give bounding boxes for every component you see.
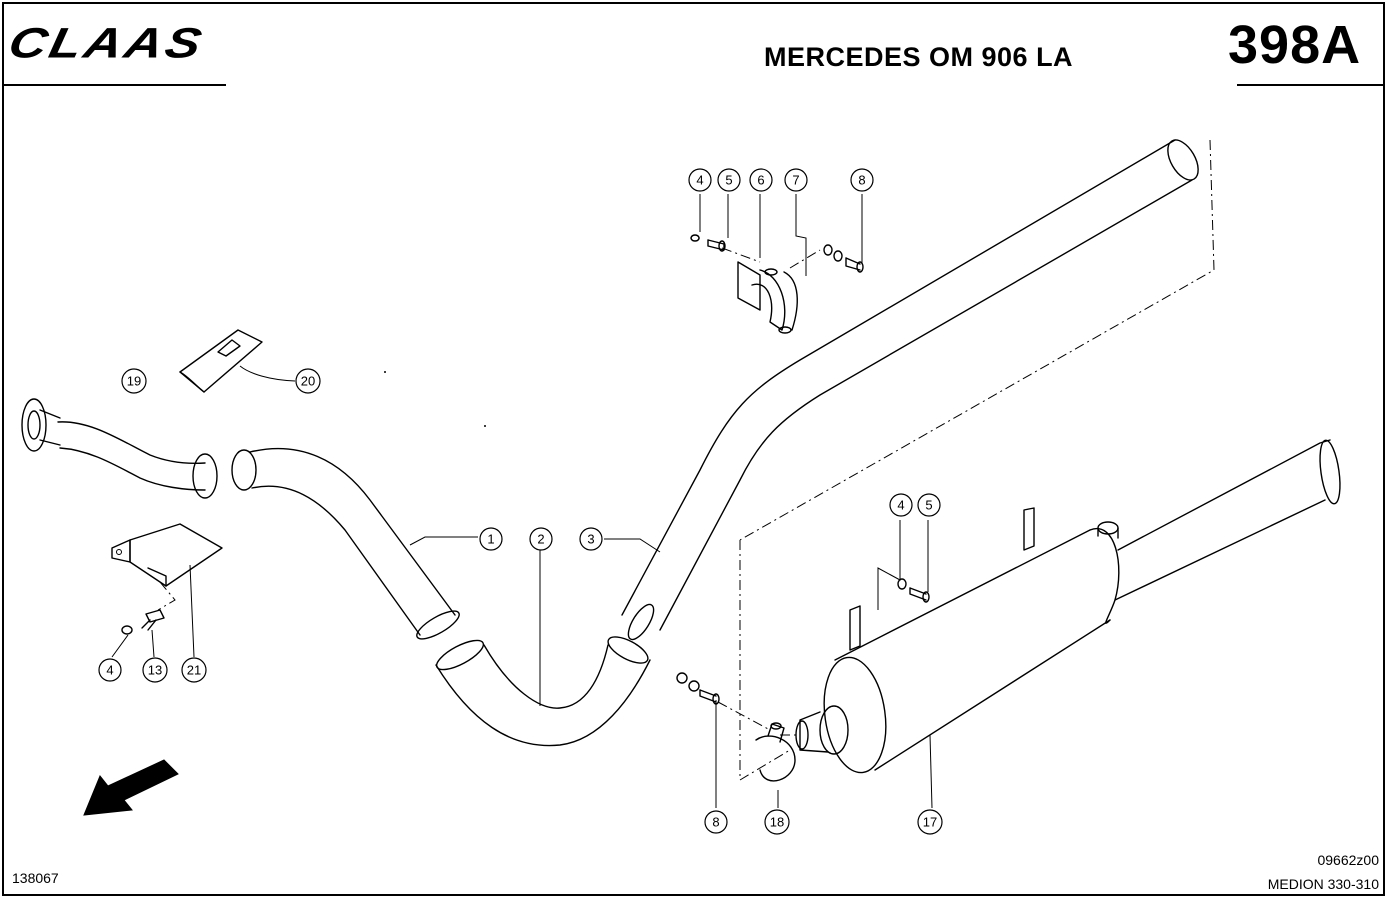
- svg-text:1: 1: [487, 532, 494, 547]
- svg-text:13: 13: [148, 663, 162, 678]
- callout-4-left[interactable]: 4: [98, 658, 122, 682]
- callout-8-top[interactable]: 8: [850, 168, 874, 192]
- part-19-front-pipe[interactable]: [21, 398, 218, 499]
- part-1-pipe[interactable]: [231, 447, 478, 644]
- svg-text:8: 8: [712, 815, 719, 830]
- svg-text:21: 21: [187, 663, 201, 678]
- part-4-5-washer-bolt[interactable]: [877, 520, 930, 610]
- svg-text:2: 2: [537, 532, 544, 547]
- direction-arrow-icon: [83, 759, 179, 816]
- part-18-clamp[interactable]: [676, 540, 796, 808]
- svg-text:5: 5: [925, 498, 932, 513]
- svg-text:19: 19: [127, 374, 141, 389]
- part-3-tail-pipe[interactable]: [604, 135, 1215, 643]
- svg-text:4: 4: [897, 498, 904, 513]
- page-number: 398A: [1228, 15, 1362, 75]
- svg-text:5: 5: [725, 173, 732, 188]
- header-rule-right: [1237, 84, 1383, 86]
- part-2-u-bend[interactable]: [433, 550, 652, 747]
- callout-5-top[interactable]: 5: [717, 168, 741, 192]
- svg-text:17: 17: [923, 815, 937, 830]
- page-title: MERCEDES OM 906 LA: [764, 42, 1074, 72]
- part-6-7-clamp-set[interactable]: [690, 194, 864, 334]
- callout-4-top[interactable]: 4: [688, 168, 712, 192]
- part-20-heat-shield[interactable]: [179, 329, 296, 393]
- svg-text:4: 4: [696, 173, 703, 188]
- drawing-number: 138067: [12, 870, 59, 886]
- callout-19[interactable]: 19: [121, 368, 147, 394]
- callout-1[interactable]: 1: [479, 527, 503, 551]
- part-21-bracket[interactable]: [111, 523, 223, 658]
- machine-model: MEDION 330-310: [1267, 876, 1379, 892]
- svg-text:20: 20: [301, 374, 315, 389]
- svg-text:8: 8: [858, 173, 865, 188]
- svg-text:6: 6: [757, 173, 764, 188]
- callout-20[interactable]: 20: [295, 368, 321, 394]
- part-17-silencer[interactable]: [780, 439, 1343, 809]
- drawing-code: 09662z00: [1317, 852, 1379, 868]
- svg-text:3: 3: [587, 532, 594, 547]
- callout-5-mid[interactable]: 5: [917, 493, 941, 517]
- header-rule-left: [4, 84, 226, 86]
- callout-18[interactable]: 18: [764, 809, 790, 835]
- callout-3[interactable]: 3: [579, 527, 603, 551]
- callout-6[interactable]: 6: [749, 168, 773, 192]
- callout-7[interactable]: 7: [784, 168, 808, 192]
- center-axis-dots: [384, 371, 486, 427]
- callout-8-bottom[interactable]: 8: [704, 810, 728, 834]
- callout-2[interactable]: 2: [529, 527, 553, 551]
- callout-4-mid[interactable]: 4: [889, 493, 913, 517]
- callout-13[interactable]: 13: [142, 657, 168, 683]
- svg-text:18: 18: [770, 815, 784, 830]
- svg-text:7: 7: [792, 173, 799, 188]
- svg-text:4: 4: [106, 663, 113, 678]
- callout-21[interactable]: 21: [181, 657, 207, 683]
- callout-17[interactable]: 17: [917, 809, 943, 835]
